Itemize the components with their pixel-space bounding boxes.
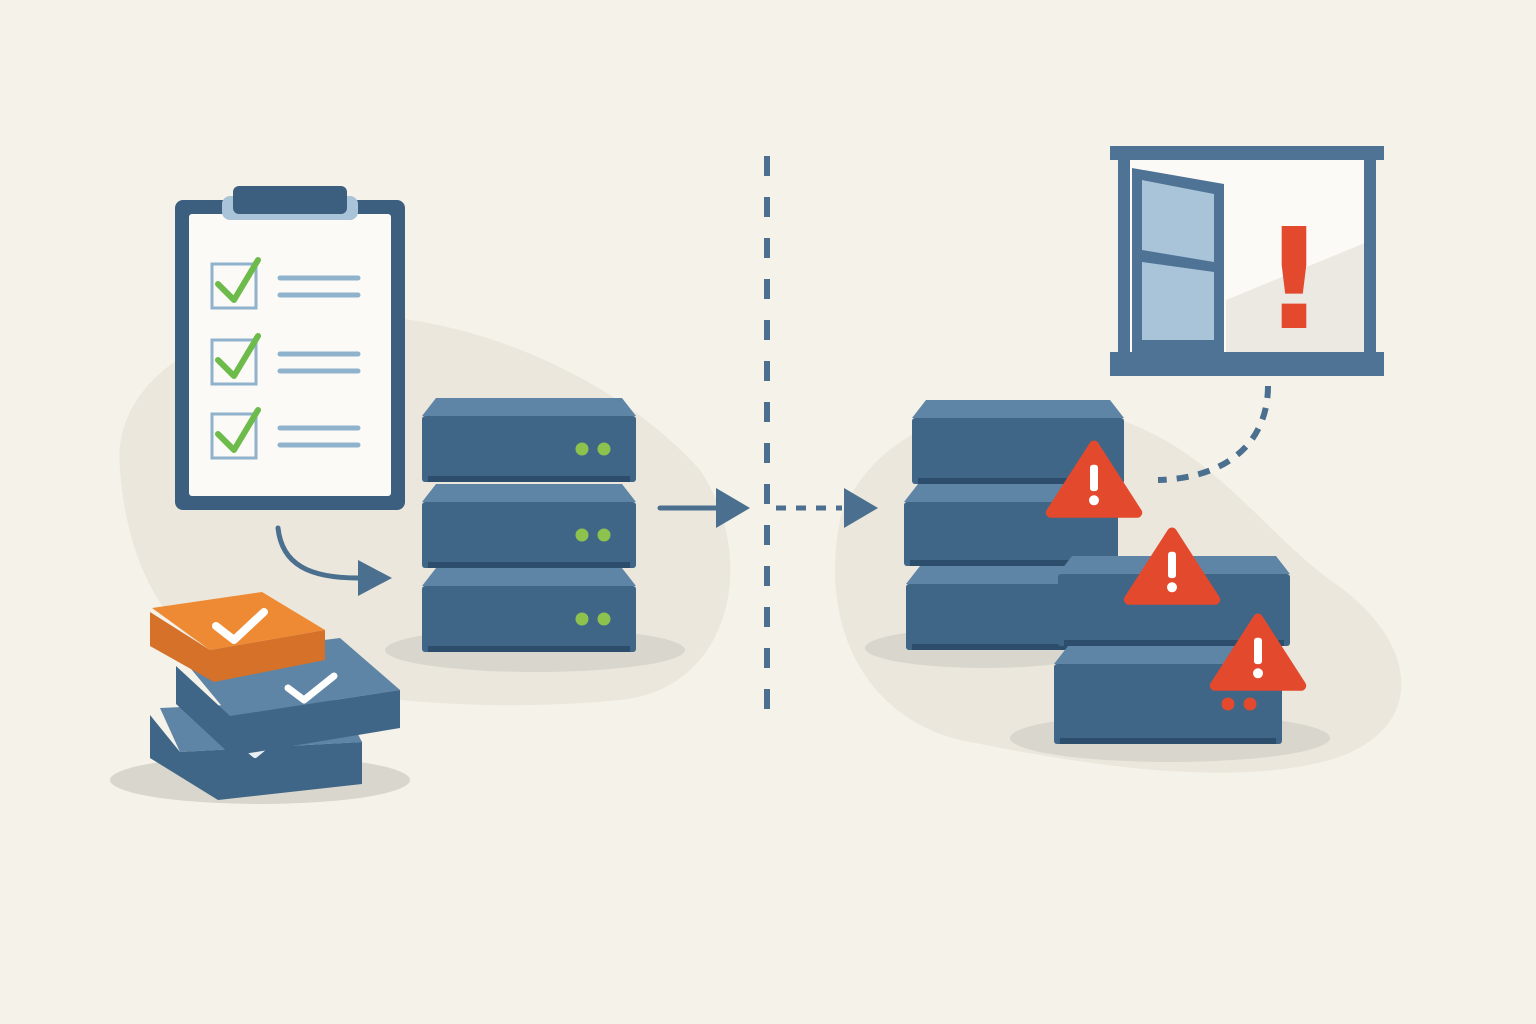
status-led xyxy=(1243,697,1257,711)
status-led xyxy=(575,612,589,626)
server-front-face xyxy=(912,418,1124,484)
warning-mark-bar xyxy=(1254,637,1262,665)
server-top-face xyxy=(1054,646,1282,664)
curved-arrow-head xyxy=(358,560,392,596)
checklist-clipboard-icon xyxy=(175,186,405,510)
checklist-row xyxy=(210,257,361,310)
server-base xyxy=(912,644,1112,650)
check-icon xyxy=(215,257,261,303)
server-front-face xyxy=(1058,574,1290,646)
checkbox-icon xyxy=(210,262,258,310)
checklist-row xyxy=(210,407,361,460)
open-window-alert-icon: ! xyxy=(1110,146,1384,376)
warning-triangle-icon xyxy=(1209,613,1307,691)
solid-arrow-icon xyxy=(657,488,750,528)
clipboard-clip xyxy=(233,186,347,214)
server-base xyxy=(1064,640,1284,646)
check-icon xyxy=(215,407,261,453)
warning-mark-bar xyxy=(1168,551,1176,579)
window-glass-upper xyxy=(1142,180,1214,262)
window-shadow-panel xyxy=(1226,240,1372,352)
server-top-face xyxy=(422,484,636,502)
server-base xyxy=(428,562,630,568)
server-base xyxy=(1060,738,1276,744)
window-frame-right xyxy=(1364,160,1376,358)
status-led xyxy=(597,528,611,542)
dotted-connector xyxy=(1157,385,1271,483)
check-icon xyxy=(215,333,261,379)
dotted-arrow-icon xyxy=(776,488,878,528)
healthy-server-unit xyxy=(422,398,636,482)
warning-mark-dot xyxy=(1253,668,1263,679)
server-front-face xyxy=(422,416,636,482)
server-top-face xyxy=(422,568,636,586)
server-front-face xyxy=(422,502,636,568)
warning-triangle-icon xyxy=(1123,527,1221,605)
server-base xyxy=(918,478,1118,484)
alert-server-unit xyxy=(912,400,1124,484)
warning-mark-bar xyxy=(1090,464,1098,492)
server-front-face xyxy=(422,586,636,652)
window-glass-lower xyxy=(1142,262,1214,340)
warning-mark-dot xyxy=(1089,495,1099,506)
window-frame-left xyxy=(1118,160,1130,358)
server-stack-healthy-icon xyxy=(422,398,636,652)
curved-arrow-shaft xyxy=(275,525,361,581)
server-stack-alert-icon xyxy=(904,400,1307,744)
checkbox-icon xyxy=(210,338,258,386)
server-front-face xyxy=(904,502,1118,566)
server-base xyxy=(428,646,630,652)
curved-arrow-icon xyxy=(275,525,392,596)
healthy-server-unit xyxy=(422,568,636,652)
status-led xyxy=(597,442,611,456)
card-top-orange xyxy=(150,592,325,682)
server-base xyxy=(428,476,630,482)
server-top-face xyxy=(912,400,1124,418)
window-top-sill xyxy=(1110,146,1384,160)
window-bottom-sill xyxy=(1110,352,1384,376)
server-base xyxy=(910,560,1112,566)
status-led xyxy=(1221,697,1235,711)
dotted-arrow-head xyxy=(844,488,878,528)
checklist-row xyxy=(210,333,361,386)
solid-arrow-head xyxy=(716,488,750,528)
checked-cards-stack-icon xyxy=(150,592,400,800)
warning-triangle-icon xyxy=(1045,440,1143,518)
healthy-server-unit xyxy=(422,484,636,568)
checkbox-icon xyxy=(210,412,258,460)
status-led xyxy=(575,442,589,456)
status-led xyxy=(597,612,611,626)
warning-mark-dot xyxy=(1167,582,1177,593)
server-top-face xyxy=(422,398,636,416)
status-led xyxy=(575,528,589,542)
window-exclamation: ! xyxy=(1262,199,1326,362)
